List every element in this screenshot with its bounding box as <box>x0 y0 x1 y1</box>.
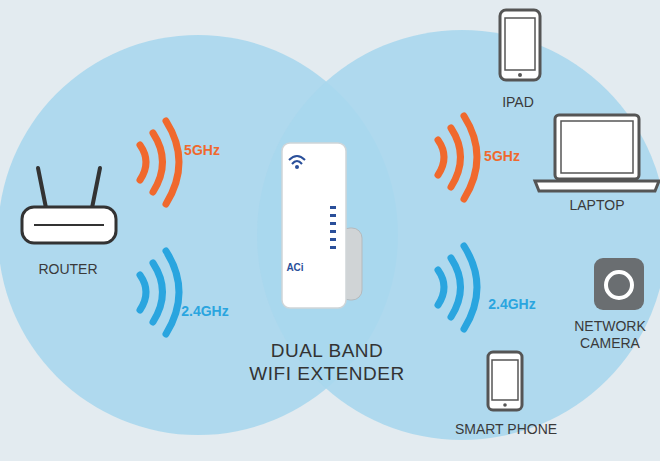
camera-icon <box>594 258 644 310</box>
tablet-icon <box>500 10 540 80</box>
extender-device <box>282 143 362 308</box>
laptop-icon <box>535 115 659 191</box>
signal-waves <box>140 251 179 334</box>
device-title: DUAL BAND WIFI EXTENDER <box>248 340 406 386</box>
signal-waves <box>140 121 179 204</box>
device-label: SMART PHONE <box>455 421 557 438</box>
band-label: 5GHz <box>484 148 520 165</box>
phone-icon <box>488 352 522 410</box>
signal-waves <box>438 246 477 329</box>
brand-mark: ACi <box>286 262 303 274</box>
signal-waves <box>438 116 477 199</box>
device-label: IPAD <box>502 94 534 111</box>
band-label: 5GHz <box>184 142 220 159</box>
device-label: LAPTOP <box>570 197 625 214</box>
device-label: ROUTER <box>38 261 97 278</box>
router-icon <box>22 168 116 243</box>
band-label: 2.4GHz <box>488 296 535 313</box>
band-label: 2.4GHz <box>181 303 228 320</box>
device-label: NETWORK CAMERA <box>565 318 655 352</box>
